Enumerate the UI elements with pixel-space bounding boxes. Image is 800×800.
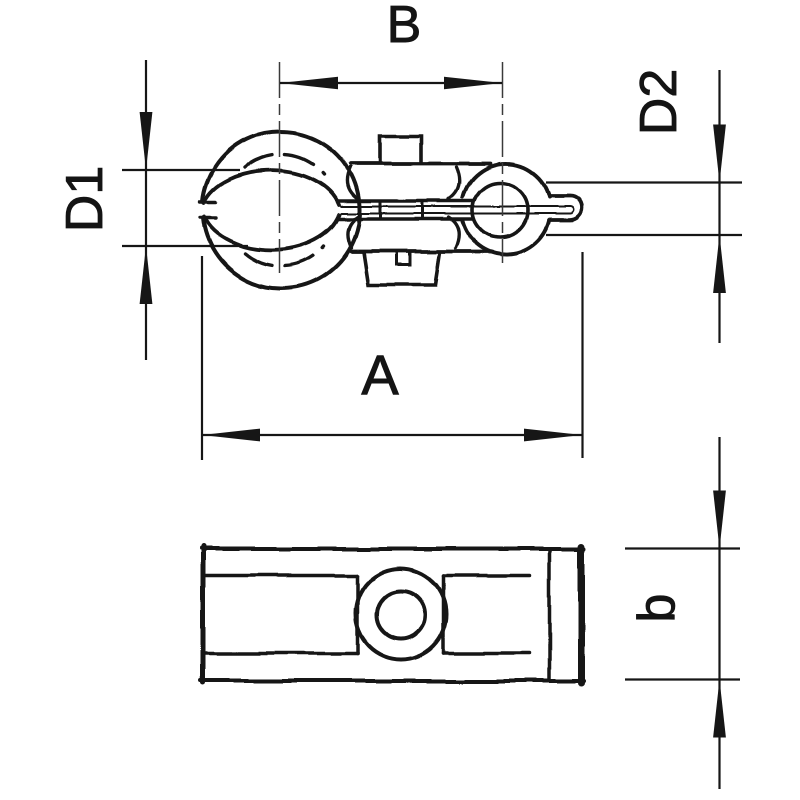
- dimension-D1: D1: [56, 60, 248, 360]
- small-ring-outer-upper-arc: [461, 162, 551, 199]
- dimension-A-label: A: [361, 343, 399, 406]
- dimension-b-arrow-bottom: [713, 679, 726, 738]
- big-ring-outer-circle: [201, 129, 362, 291]
- hub-bore-circle: [375, 589, 427, 641]
- dimension-B-label: B: [387, 0, 422, 54]
- dimension-D2-arrow-top: [713, 124, 726, 183]
- dimension-b-extension-lines: [625, 547, 740, 681]
- relief-cuts: [345, 165, 461, 250]
- bottom-tab: [361, 250, 442, 287]
- slot-cross-ticks: [379, 199, 424, 221]
- dimension-b-arrow-top: [713, 490, 726, 549]
- dimension-A-arrow-left: [202, 428, 260, 442]
- dimension-D2-extension-lines: [546, 181, 742, 237]
- dimension-B-arrow-left: [280, 76, 338, 90]
- dimension-A-extension-lines: [200, 252, 584, 460]
- dimension-A-arrow-right: [524, 428, 582, 442]
- prong-tip: [547, 194, 584, 222]
- dimension-D1-extension-lines: [122, 168, 248, 248]
- dimension-D2-arrow-bottom: [713, 235, 726, 293]
- dimension-D2: D2: [546, 68, 742, 343]
- dimension-D1-arrow-top: [139, 112, 153, 170]
- dimension-b-label: b: [628, 594, 686, 623]
- bottom-tab-notch: [395, 250, 412, 267]
- screw-slit: [340, 205, 575, 215]
- clamp-side-view: [199, 543, 586, 687]
- dimension-D2-label: D2: [630, 69, 688, 135]
- hub-square-sides: [355, 573, 446, 655]
- dimension-B: B: [280, 0, 502, 90]
- small-ring-outer-lower-arc: [461, 219, 551, 256]
- hub-outer-circle: [353, 566, 449, 662]
- dimension-A: A: [200, 252, 584, 460]
- top-tab: [378, 133, 424, 165]
- clamp-top-view: [198, 129, 584, 291]
- big-ring-bore-upper-arc: [202, 168, 341, 207]
- dimension-D1-arrow-bottom: [139, 246, 153, 304]
- clamp-left-slit: [198, 200, 218, 220]
- dimension-B-arrow-right: [444, 76, 502, 90]
- dimension-b: b: [625, 437, 740, 789]
- big-ring-hidden-arc-bottom: [243, 244, 326, 268]
- big-ring-bore-lower-arc: [202, 213, 341, 252]
- dimension-D1-label: D1: [56, 166, 114, 232]
- small-ring-bore-circle: [471, 181, 529, 239]
- big-ring-hidden-arc-top: [243, 152, 326, 176]
